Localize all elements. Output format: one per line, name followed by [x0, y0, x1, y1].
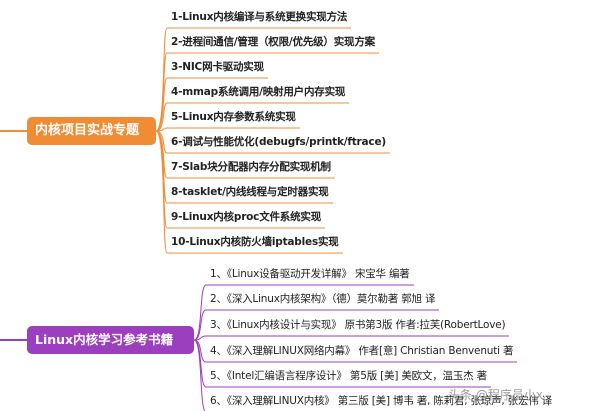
- list-item: 9-Linux内核proc文件系统实现: [171, 211, 322, 223]
- list-item: 5、《Intel汇编语言程序设计》 第5版 [美] 美欧文，温玉杰 著: [210, 370, 487, 382]
- watermark: 头条 @程序员小x: [448, 388, 543, 402]
- branch-title: 内核项目实战专题: [35, 123, 140, 138]
- list-item: 1、《Linux设备驱动开发详解》 宋宝华 编著: [210, 268, 410, 280]
- list-item: 2-进程间通信/管理（权限/优先级）实现方案: [171, 36, 375, 48]
- item-connector: [155, 130, 168, 229]
- branch-node-kernel-projects: 内核项目实战专题: [27, 117, 156, 145]
- list-item: 6、《深入理解LINUX内核》 第三版 [美] 博韦 著, 陈莉君, 张琼声, …: [210, 395, 553, 407]
- item-connector: [155, 130, 168, 254]
- list-item: 3、《Linux内核设计与实现》 原书第3版 作者:拉芙(RobertLove): [210, 319, 506, 331]
- list-item: 7-Slab块分配器内存分配实现机制: [171, 161, 331, 173]
- list-item: 3-NIC网卡驱动实现: [171, 61, 264, 73]
- list-item: 2、《深入Linux内核架构》（德）莫尔勒著 郭旭 译: [210, 293, 436, 305]
- item-connector: [155, 77, 168, 132]
- item-connector: [193, 339, 206, 411]
- item-connector: [155, 130, 168, 204]
- item-connector: [193, 284, 207, 341]
- item-connector: [155, 102, 168, 132]
- item-connector: [193, 309, 207, 341]
- list-item: 4-mmap系统调用/映射用户内存实现: [171, 86, 346, 98]
- list-item: 5-Linux内存参数系统实现: [171, 111, 296, 123]
- list-item: 10-Linux内核防火墙iptables实现: [171, 236, 339, 248]
- branch-node-reference-books: Linux内核学习参考书籍: [27, 326, 194, 354]
- list-item: 4、《深入理解LINUX网络内幕》 作者[意] Christian Benven…: [210, 345, 514, 357]
- branch-title: Linux内核学习参考书籍: [35, 332, 174, 347]
- list-item: 6-调试与性能优化(debugfs/printk/ftrace): [171, 136, 386, 148]
- list-item: 1-Linux内核编译与系统更换实现方法: [171, 11, 348, 23]
- list-item: 8-tasklet/内线线程与定时器实现: [171, 186, 329, 198]
